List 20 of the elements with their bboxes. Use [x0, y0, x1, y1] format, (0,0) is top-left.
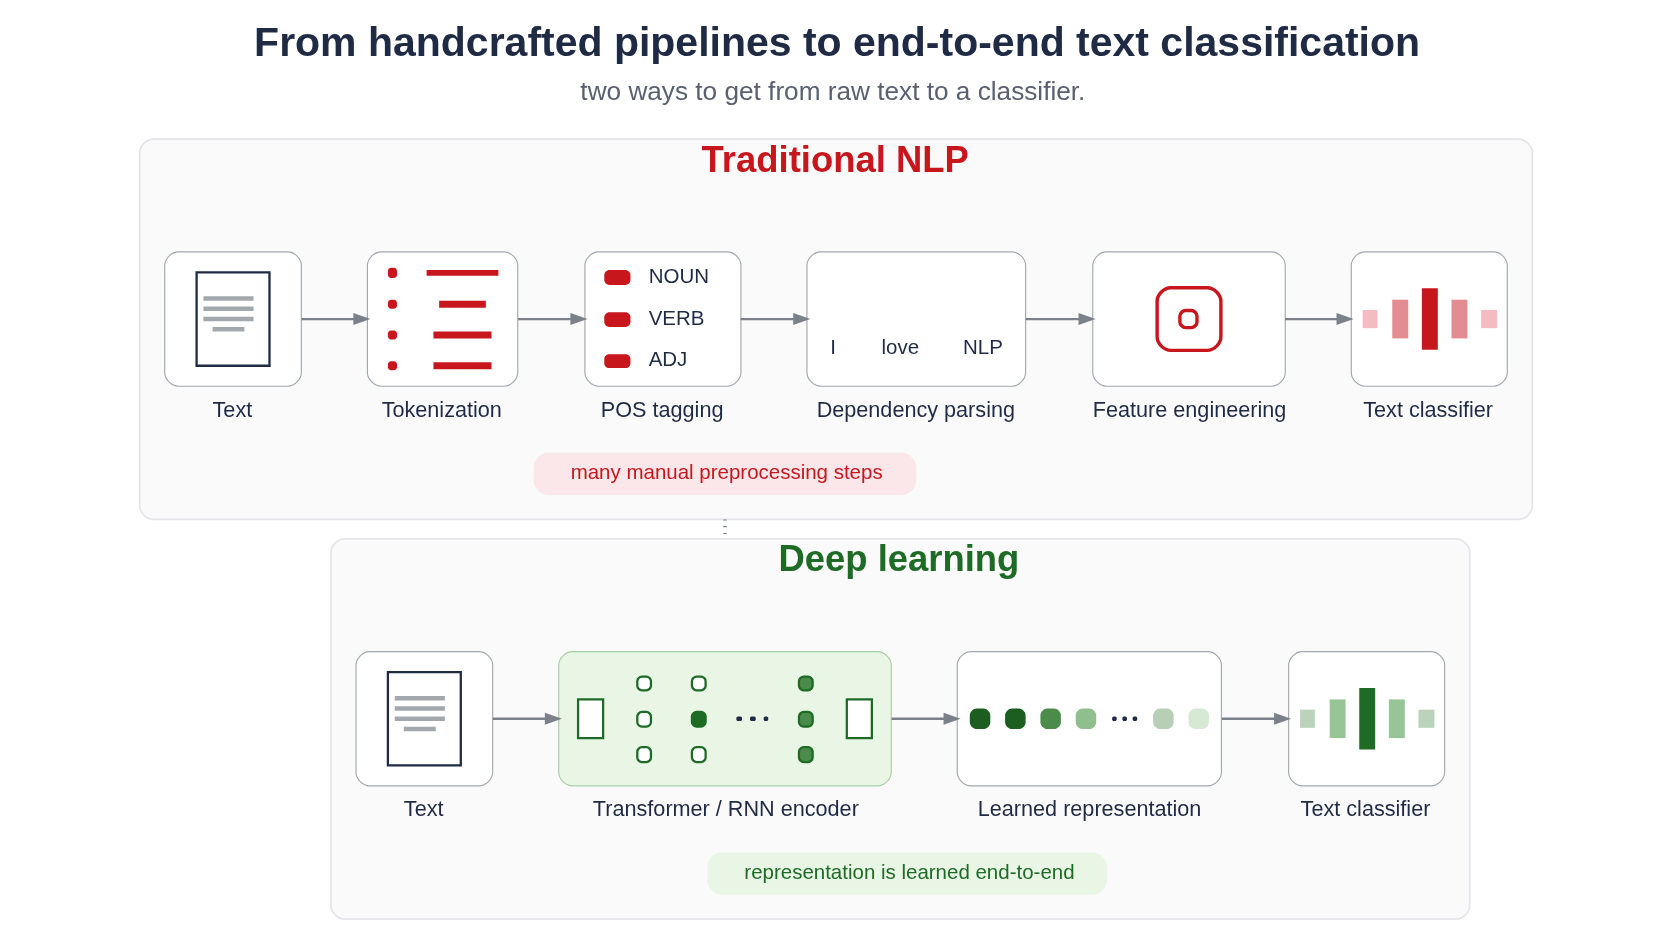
caption: two ways to get from raw text to a classifier. [580, 76, 1086, 107]
arrow [891, 712, 961, 725]
diagram-title: From handcrafted pipelines to end-to-end text classification [254, 19, 1421, 66]
node-label: Learned representation [977, 796, 1202, 822]
arrow [1025, 313, 1096, 326]
arrow [1221, 712, 1292, 725]
node-label: Feature engineering [1092, 396, 1287, 422]
node-label: Text [403, 796, 444, 822]
arrow [301, 313, 371, 326]
arrow [740, 313, 811, 326]
node-label: POS tagging [600, 396, 724, 422]
node-label: Dependency parsing [816, 396, 1016, 422]
node-label: Text classifier [1300, 796, 1431, 822]
arrow [492, 712, 562, 725]
arrow [1285, 313, 1354, 326]
node-label: Transformer / RNN encoder [592, 796, 859, 822]
node-label: Text [212, 396, 253, 422]
arrow [518, 313, 588, 326]
node-label: Tokenization [381, 396, 502, 422]
node-label: Text classifier [1363, 396, 1494, 422]
